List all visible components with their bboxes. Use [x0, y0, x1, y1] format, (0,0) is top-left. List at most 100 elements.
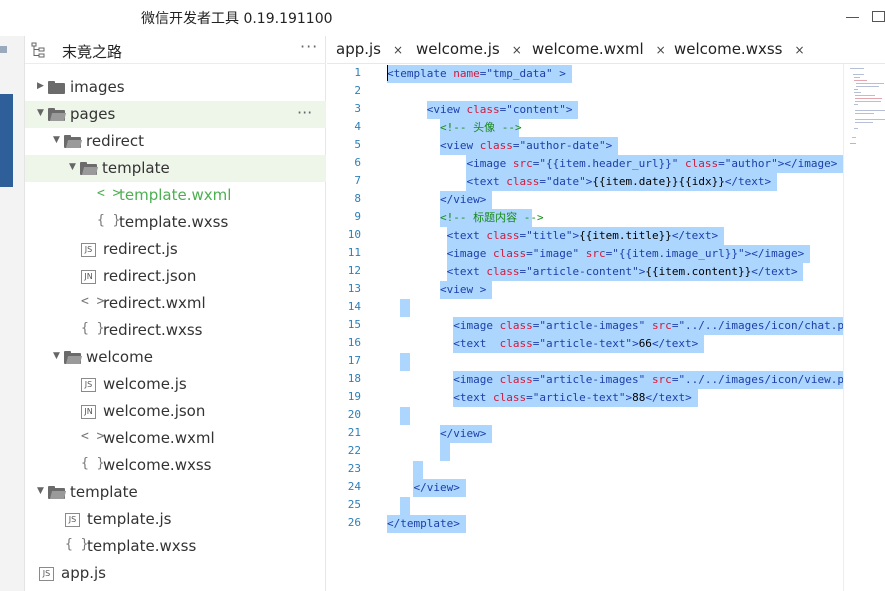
style-file-icon: { } — [65, 537, 89, 552]
tree-item-label: template.wxss — [87, 537, 197, 555]
code-token: class — [466, 103, 500, 116]
tree-folder-row[interactable]: ▼ pages ··· — [25, 101, 326, 128]
line-number: 10 — [347, 228, 361, 241]
maximize-icon[interactable] — [872, 11, 885, 22]
chevron-down-icon[interactable]: ▼ — [53, 135, 60, 145]
tree-file-row[interactable]: { }template.wxss — [25, 209, 326, 236]
code-token — [387, 139, 440, 152]
code-token: <view > — [439, 283, 487, 296]
code-token: </text> — [671, 229, 719, 242]
line-number: 8 — [354, 192, 361, 205]
line-number: 4 — [354, 120, 361, 133]
code-token: <image — [453, 373, 500, 386]
explorer-more-button[interactable]: ··· — [300, 37, 319, 56]
code-line — [387, 299, 400, 316]
code-token: 66 — [638, 337, 652, 350]
editor-tab[interactable]: welcome.js× — [416, 36, 522, 64]
tree-file-row[interactable]: { }welcome.wxss — [25, 452, 326, 479]
code-token: "article-images" — [539, 373, 646, 386]
code-token: "{{item.image_url}}" — [612, 247, 745, 260]
editor-tab[interactable]: app.js× — [336, 36, 403, 64]
code-line: <text class="article-content">{{item.con… — [387, 263, 798, 280]
folder-icon — [48, 81, 65, 94]
tree-file-row[interactable]: < >template.wxml — [25, 182, 326, 209]
chevron-down-icon[interactable]: ▼ — [53, 351, 60, 361]
code-token: src — [512, 157, 533, 170]
code-token: "article-text" — [532, 391, 626, 404]
code-token: name — [453, 67, 480, 80]
code-token — [387, 337, 453, 350]
minimap-line — [856, 83, 884, 84]
code-token: <template — [387, 67, 454, 80]
selection-highlight — [387, 65, 572, 83]
tree-file-row[interactable]: < >redirect.wxml — [25, 290, 326, 317]
close-icon[interactable]: × — [393, 43, 404, 57]
code-line: <image src="{{item.header_url}}" class="… — [387, 155, 837, 172]
tree-file-row[interactable]: { }template.wxss — [25, 533, 326, 560]
folder-more-button[interactable]: ··· — [297, 103, 313, 122]
tree-folder-row[interactable]: ▶images — [25, 74, 326, 101]
tree-folder-row[interactable]: ▼redirect — [25, 128, 326, 155]
editor-tab[interactable]: welcome.wxml × — [532, 36, 666, 64]
close-icon[interactable]: × — [794, 43, 805, 57]
minimap[interactable] — [843, 64, 885, 591]
line-number: 5 — [354, 138, 361, 151]
code-line — [387, 443, 440, 460]
close-icon[interactable]: × — [511, 43, 522, 57]
minimize-icon[interactable] — [846, 17, 859, 18]
line-number: 23 — [347, 462, 361, 475]
minimap-line — [854, 89, 858, 90]
code-token: class — [499, 337, 533, 350]
selection-highlight — [446, 263, 804, 281]
selection-highlight — [466, 173, 777, 191]
editor-tab[interactable]: welcome.wxss × — [674, 36, 805, 64]
line-number: 25 — [347, 498, 361, 511]
code-token: </template> — [387, 517, 460, 530]
tree-file-row[interactable]: < >welcome.wxml — [25, 425, 326, 452]
code-token: <!-- 标题内容 --> — [439, 211, 544, 224]
code-token — [387, 463, 414, 476]
selection-highlight — [446, 227, 724, 245]
code-token: "../../images/icon/view.png" — [678, 373, 843, 386]
tab-label: welcome.wxml — [532, 40, 644, 58]
tree-item-label: welcome.wxml — [103, 429, 215, 447]
tree-folder-row[interactable]: ▼welcome — [25, 344, 326, 371]
tree-file-row[interactable]: { }redirect.wxss — [25, 317, 326, 344]
code-token: > — [605, 139, 613, 152]
code-token — [387, 283, 440, 296]
code-token: = — [671, 319, 679, 332]
chevron-down-icon[interactable]: ▼ — [37, 108, 44, 118]
code-token: <!-- 头像 --> — [439, 121, 522, 134]
line-number: 24 — [347, 480, 361, 493]
tree-folder-row[interactable]: ▼template — [25, 155, 326, 182]
code-token — [387, 445, 440, 458]
chevron-down-icon[interactable]: ▼ — [37, 486, 44, 496]
chevron-right-icon[interactable]: ▶ — [37, 81, 44, 91]
code-token: "article-content" — [526, 265, 639, 278]
code-token — [387, 121, 440, 134]
tree-item-label: pages — [70, 105, 116, 123]
activity-strip — [0, 36, 25, 591]
selection-highlight — [400, 299, 411, 317]
code-token: "image" — [532, 247, 580, 260]
code-token: > — [625, 391, 633, 404]
code-line: </template> — [387, 515, 460, 532]
code-token: "content" — [506, 103, 566, 116]
selection-highlight — [426, 101, 579, 119]
code-line: <image class="article-images" src="../..… — [387, 317, 843, 334]
chevron-down-icon[interactable]: ▼ — [69, 162, 76, 172]
tab-label: welcome.wxss — [674, 40, 783, 58]
file-tree-icon[interactable] — [31, 42, 45, 58]
code-token: "{{item.header_url}}" — [539, 157, 679, 170]
code-line: <view > — [387, 281, 486, 298]
code-line: <view class="content"> — [387, 101, 573, 118]
tree-folder-row[interactable]: ▼template — [25, 479, 326, 506]
close-icon[interactable]: × — [655, 43, 666, 57]
